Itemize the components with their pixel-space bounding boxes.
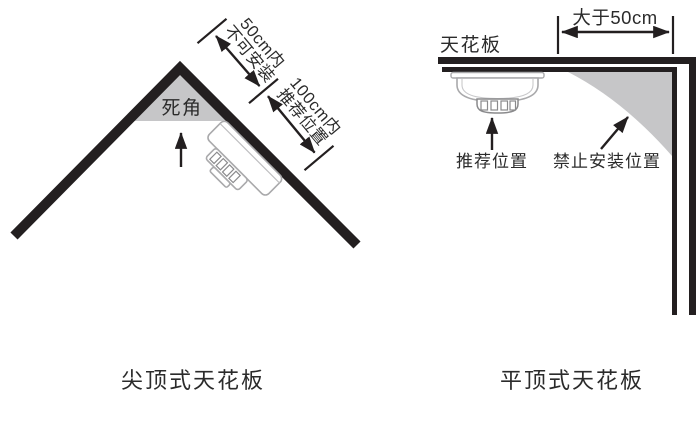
- forbidden-position-label: 禁止安装位置: [553, 152, 661, 171]
- pitched-ceiling-diagram: 死角 50cm内 不可安装 100cm内 推荐位置: [10, 14, 361, 393]
- flat-ceiling-caption: 平顶式天花板: [500, 368, 644, 393]
- ceiling-inner-line: [442, 67, 677, 72]
- pitched-ceiling-caption: 尖顶式天花板: [121, 368, 265, 393]
- smoke-detector-right: [450, 71, 545, 114]
- dim-tick-apex: [196, 17, 228, 45]
- detector-body-line: [219, 123, 280, 184]
- detector-vent-slat: [228, 170, 242, 184]
- recommended-zone-label-left: 100cm内 推荐位置: [273, 73, 345, 149]
- forbidden-arrow-icon: [600, 116, 629, 150]
- dim-tick-50cm: [248, 77, 279, 105]
- detector-vent-slat: [509, 100, 517, 111]
- flat-ceiling-diagram: 天花板 大于50cm 推荐位置 禁止安装位置 平顶式天花板: [438, 7, 696, 393]
- detector-vent-slat: [221, 164, 235, 178]
- forbidden-zone: [568, 72, 672, 156]
- dim-arrow-50cm: [215, 35, 261, 87]
- wall-inner-line: [672, 67, 677, 315]
- wall-outer-line: [689, 57, 696, 315]
- distance-label: 大于50cm: [572, 7, 657, 28]
- dim-arrow-100cm: [267, 95, 316, 154]
- pitched-roof: [10, 60, 361, 249]
- detector-mount-plate: [450, 71, 545, 79]
- dim-tick-100cm: [303, 144, 335, 172]
- ceiling-outer-line: [438, 57, 696, 64]
- detector-vent-slat: [480, 100, 489, 111]
- detector-vent-slat: [500, 100, 509, 111]
- no-install-zone-label: 50cm内 不可安装: [220, 14, 289, 86]
- detector-vent-slat: [208, 151, 222, 165]
- ceiling-label: 天花板: [440, 34, 502, 56]
- dead-corner-zone: [134, 75, 226, 121]
- dead-corner-label: 死角: [161, 97, 202, 119]
- smoke-detector-left: [205, 120, 283, 196]
- detector-vent-slat: [215, 157, 229, 171]
- recommended-position-label: 推荐位置: [456, 152, 528, 171]
- detector-vent-slat: [490, 100, 499, 111]
- detector-foot: [209, 166, 231, 188]
